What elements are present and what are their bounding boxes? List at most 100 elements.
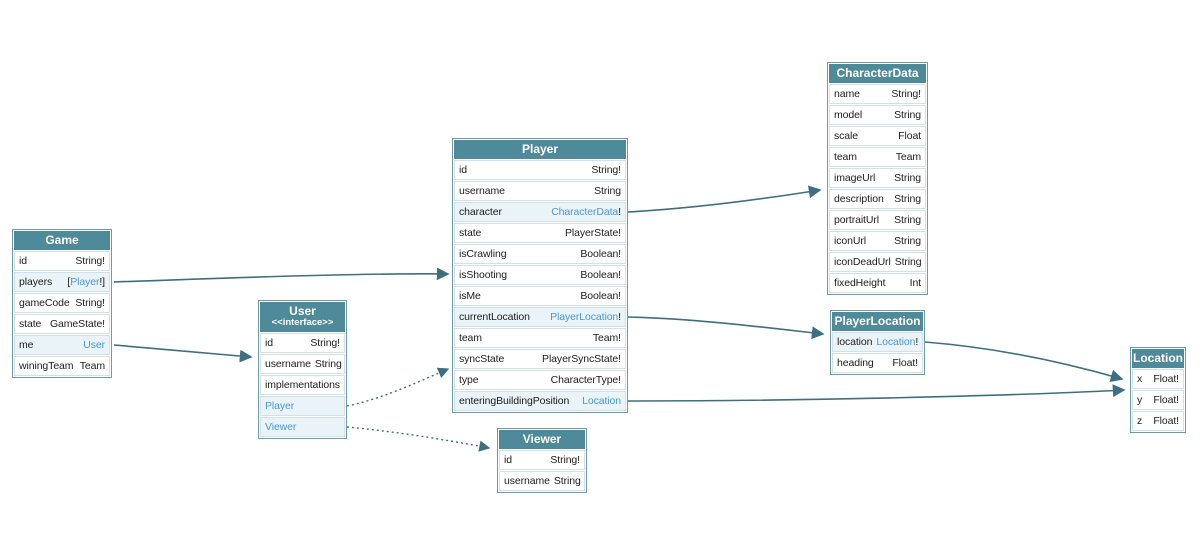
table-header-location[interactable]: Location xyxy=(1132,349,1184,368)
field-type: Team! xyxy=(593,332,621,344)
field-row-isshooting: isShooting Boolean! xyxy=(454,265,626,285)
field-name: me xyxy=(19,339,34,351)
type-text: String xyxy=(894,193,921,205)
table-header-playerlocation[interactable]: PlayerLocation xyxy=(832,312,923,331)
field-type: Int xyxy=(910,277,921,289)
type-text: Boolean! xyxy=(580,269,621,281)
field-type: String! xyxy=(75,255,105,267)
type-text: String xyxy=(894,172,921,184)
table-header-game[interactable]: Game xyxy=(14,231,110,250)
type-text: ! xyxy=(618,311,621,323)
field-type: String! xyxy=(550,454,580,466)
field-type: Location! xyxy=(876,336,918,348)
field-type: String xyxy=(894,193,921,205)
type-text: Team! xyxy=(592,332,621,344)
field-name: id xyxy=(265,337,273,349)
type-text: Team xyxy=(895,151,921,163)
field-type: [Player!] xyxy=(67,276,105,288)
type-link[interactable]: PlayerLocation xyxy=(550,311,619,323)
field-name: currentLocation xyxy=(459,311,530,323)
field-name: iconUrl xyxy=(834,235,866,247)
field-name-link[interactable]: Viewer xyxy=(265,421,297,433)
table-title: User xyxy=(289,303,316,318)
field-name: username xyxy=(265,358,311,370)
field-type: Team xyxy=(896,151,921,163)
table-header-characterdata[interactable]: CharacterData xyxy=(829,64,926,83)
table-title: Game xyxy=(45,232,79,247)
type-text: String! xyxy=(591,164,621,176)
type-link[interactable]: CharacterData xyxy=(551,206,619,218)
type-text: ! xyxy=(618,206,621,218)
type-link[interactable]: User xyxy=(83,339,105,351)
edge-user-player-to-player xyxy=(346,367,450,407)
field-type: Location xyxy=(582,395,621,407)
field-name: fixedHeight xyxy=(834,277,886,289)
type-text: Float! xyxy=(1153,394,1179,406)
edge-playerlocation-location-to-location xyxy=(924,341,1124,383)
field-type: CharacterData! xyxy=(551,206,621,218)
type-text: String! xyxy=(550,454,580,466)
table-title: CharacterData xyxy=(836,65,919,80)
field-name: name xyxy=(834,88,860,100)
edge-user-viewer-to-viewer xyxy=(346,426,491,452)
table-title: Player xyxy=(521,141,559,156)
field-name: id xyxy=(459,164,467,176)
edge-player-character-to-characterdata xyxy=(627,185,822,213)
table-header-viewer[interactable]: Viewer xyxy=(499,430,585,449)
field-type: String xyxy=(554,475,581,487)
field-type: String xyxy=(894,109,921,121)
type-text: Float! xyxy=(892,357,918,369)
field-type: CharacterType! xyxy=(551,374,621,386)
type-text: Float! xyxy=(1153,415,1179,427)
field-name: character xyxy=(459,206,502,218)
table-header-user[interactable]: User<<interface>> xyxy=(260,302,345,332)
type-text: String xyxy=(553,475,581,487)
field-type: Boolean! xyxy=(580,269,621,281)
field-row-implementations: implementations xyxy=(260,375,345,395)
type-text: PlayerSyncState! xyxy=(542,353,621,365)
field-type: String! xyxy=(75,297,105,309)
field-type: String xyxy=(894,214,921,226)
field-name: username xyxy=(504,475,550,487)
field-name-link[interactable]: Player xyxy=(265,400,295,412)
field-row-character: character CharacterData! xyxy=(454,202,626,222)
type-link[interactable]: Location xyxy=(876,336,916,348)
field-type: String! xyxy=(591,164,621,176)
field-name: syncState xyxy=(459,353,505,365)
field-type: Float! xyxy=(1153,373,1179,385)
field-name: implementations xyxy=(265,379,340,391)
type-text: String xyxy=(894,256,922,268)
type-text: [ xyxy=(67,276,71,288)
type-link[interactable]: Location xyxy=(582,395,621,407)
type-text: String xyxy=(314,358,342,370)
type-text: Boolean! xyxy=(580,248,621,260)
edge-game-me-to-user xyxy=(113,344,253,363)
type-link[interactable]: Player xyxy=(70,276,100,288)
type-text: String xyxy=(594,185,621,197)
field-row-me: me User xyxy=(14,335,110,355)
field-name: type xyxy=(459,374,479,386)
table-header-player[interactable]: Player xyxy=(454,140,626,159)
field-row-currentlocation: currentLocation PlayerLocation! xyxy=(454,307,626,327)
field-type: Float xyxy=(898,130,921,142)
field-row-syncstate: syncState PlayerSyncState! xyxy=(454,349,626,369)
table-title: PlayerLocation xyxy=(834,313,921,328)
type-text: String! xyxy=(310,337,340,349)
field-type: PlayerState! xyxy=(565,227,621,239)
field-name: isShooting xyxy=(459,269,508,281)
field-name: username xyxy=(459,185,505,197)
field-type: PlayerSyncState! xyxy=(542,353,621,365)
